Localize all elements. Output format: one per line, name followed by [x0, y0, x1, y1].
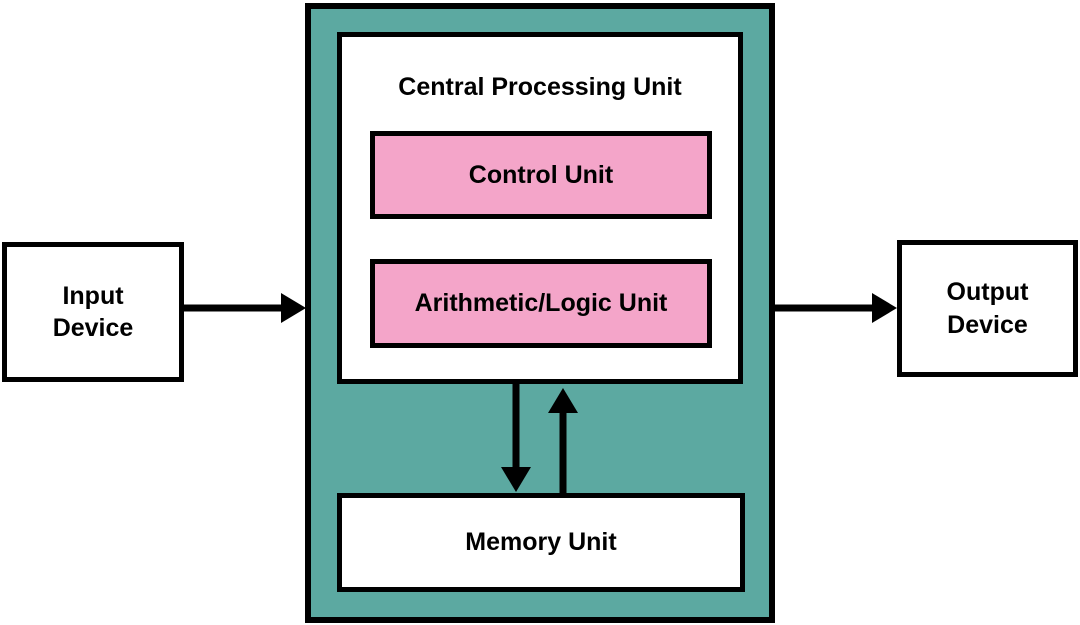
- arrow-cpu-to-output-icon: [775, 293, 897, 323]
- alu-box: Arithmetic/Logic Unit: [370, 259, 712, 348]
- output-device-box: Output Device: [897, 240, 1078, 377]
- memory-unit-label: Memory Unit: [465, 528, 617, 556]
- cpu-title: Central Processing Unit: [398, 73, 682, 101]
- output-device-label: Output Device: [946, 278, 1029, 339]
- input-device-box: Input Device: [2, 242, 184, 382]
- control-unit-box: Control Unit: [370, 131, 712, 219]
- arrow-input-to-cpu-icon: [184, 293, 306, 323]
- control-unit-label: Control Unit: [468, 160, 614, 189]
- alu-label: Arithmetic/Logic Unit: [414, 289, 668, 317]
- memory-unit-box: Memory Unit: [337, 493, 745, 592]
- input-device-label: Input Device: [52, 281, 134, 343]
